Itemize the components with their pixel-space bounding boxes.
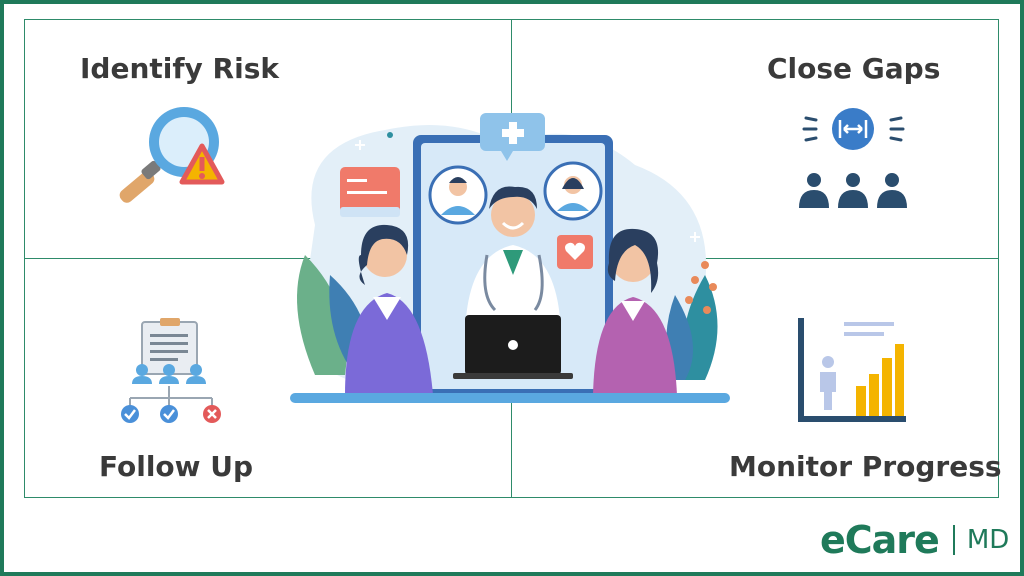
- logo-separator: [952, 525, 955, 555]
- gap-people-icon: [799, 108, 907, 208]
- bar-chart-progress-icon: [798, 318, 906, 422]
- telehealth-illustration: [290, 113, 730, 403]
- ecare-md-logo: eCare MD: [820, 518, 1009, 562]
- monitor-progress-title: Monitor Progress: [729, 450, 1002, 483]
- identify-risk-title: Identify Risk: [80, 52, 279, 85]
- magnifier-warning-icon: [119, 107, 225, 203]
- logo-brand: eCare: [820, 518, 940, 562]
- close-gaps-title: Close Gaps: [767, 52, 941, 85]
- logo-suffix: MD: [966, 525, 1010, 555]
- clipboard-flow-icon: [121, 318, 221, 423]
- follow-up-title: Follow Up: [99, 450, 254, 483]
